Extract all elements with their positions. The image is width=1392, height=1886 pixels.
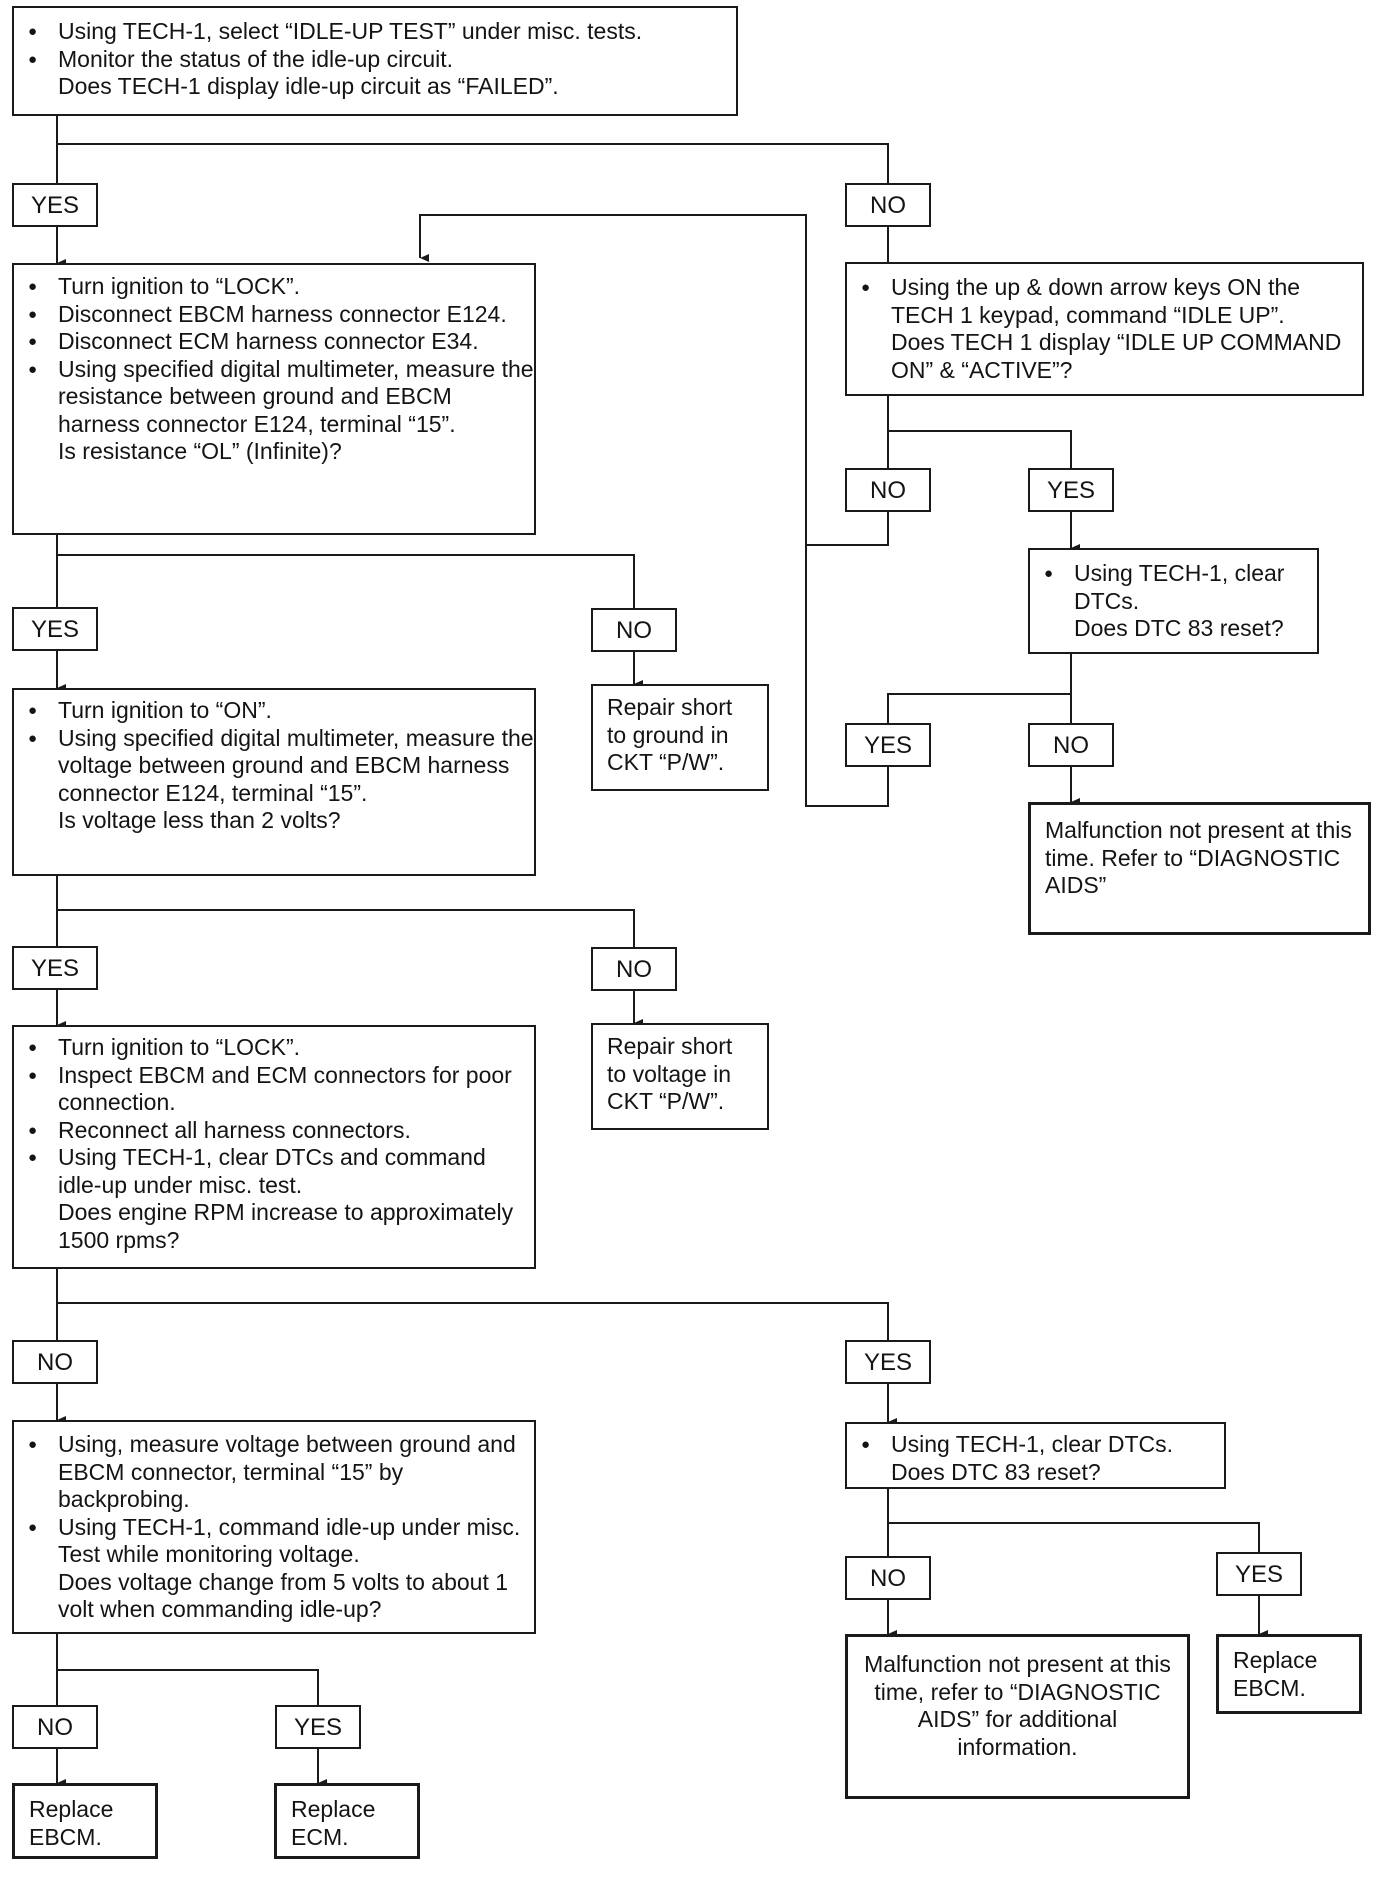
malfunction-not-present-box-b: Malfunction not present at this time, re… <box>845 1634 1190 1799</box>
replace-ebcm-box-a: Replace EBCM. <box>12 1783 158 1859</box>
no-label: NO <box>12 1705 98 1749</box>
backprobe-step: Using, measure voltage between ground an… <box>14 1431 534 1514</box>
no-label: NO <box>12 1340 98 1384</box>
start-step: Monitor the status of the idle-up circui… <box>14 46 736 74</box>
no-label: NO <box>845 468 931 512</box>
repair-short-ground-text: Repair short to ground in CKT “P/W”. <box>607 694 733 775</box>
inspect-step: Turn ignition to “LOCK”. <box>14 1034 534 1062</box>
resistance-step: Disconnect EBCM harness connector E124. <box>14 301 534 329</box>
yes-label: YES <box>1028 468 1114 512</box>
start-test-box: Using TECH-1, select “IDLE-UP TEST” unde… <box>12 6 738 116</box>
no-label: NO <box>845 1556 931 1600</box>
backprobe-question: Does voltage change from 5 volts to abou… <box>58 1568 509 1623</box>
replace-ebcm-a-text: Replace EBCM. <box>29 1796 114 1850</box>
yes-label: YES <box>845 1340 931 1384</box>
voltage-question: Is voltage less than 2 volts? <box>58 807 341 833</box>
malfunction-not-present-box-a: Malfunction not present at this time. Re… <box>1028 802 1371 935</box>
yes-label: YES <box>845 723 931 767</box>
yes-label: YES <box>12 607 98 651</box>
resistance-question: Is resistance “OL” (Infinite)? <box>58 438 342 464</box>
backprobe-step: Using TECH-1, command idle-up under misc… <box>14 1514 534 1569</box>
yes-label: YES <box>275 1705 361 1749</box>
malfunction-b-text: Malfunction not present at this time, re… <box>864 1651 1171 1760</box>
resistance-step: Turn ignition to “LOCK”. <box>14 273 534 301</box>
clear-dtc-box-a: Using TECH-1, clear DTCs. Does DTC 83 re… <box>1028 548 1319 654</box>
resistance-step: Using specified digital multimeter, meas… <box>14 356 534 439</box>
inspect-step: Inspect EBCM and ECM connectors for poor… <box>14 1062 534 1117</box>
repair-short-voltage-text: Repair short to voltage in CKT “P/W”. <box>607 1033 733 1114</box>
malfunction-a-text: Malfunction not present at this time. Re… <box>1045 817 1352 898</box>
inspect-question: Does engine RPM increase to approximatel… <box>58 1199 514 1253</box>
clear-a-question: Does DTC 83 reset? <box>1074 615 1284 641</box>
repair-short-voltage-box: Repair short to voltage in CKT “P/W”. <box>591 1023 769 1130</box>
replace-ebcm-b-text: Replace EBCM. <box>1233 1647 1318 1701</box>
replace-ecm-text: Replace ECM. <box>291 1796 376 1850</box>
no-label: NO <box>845 183 931 227</box>
repair-short-ground-box: Repair short to ground in CKT “P/W”. <box>591 684 769 791</box>
start-question: Does TECH-1 display idle-up circuit as “… <box>58 73 559 99</box>
inspect-step: Using TECH-1, clear DTCs and command idl… <box>14 1144 534 1199</box>
clear-b-question: Does DTC 83 reset? <box>891 1458 1101 1485</box>
no-label: NO <box>591 947 677 991</box>
command-step: Using the up & down arrow keys ON the TE… <box>847 274 1362 329</box>
yes-label: YES <box>12 183 98 227</box>
clear-a-step: Using TECH-1, clear DTCs. <box>1030 560 1317 615</box>
replace-ecm-box: Replace ECM. <box>274 1783 420 1859</box>
clear-b-step: Using TECH-1, clear DTCs. <box>847 1431 1224 1459</box>
voltage-check-box: Turn ignition to “ON”. Using specified d… <box>12 688 536 876</box>
inspect-step: Reconnect all harness connectors. <box>14 1117 534 1145</box>
resistance-check-box: Turn ignition to “LOCK”. Disconnect EBCM… <box>12 263 536 535</box>
yes-label: YES <box>12 946 98 990</box>
start-step: Using TECH-1, select “IDLE-UP TEST” unde… <box>14 18 736 46</box>
no-label: NO <box>1028 723 1114 767</box>
no-label: NO <box>591 608 677 652</box>
yes-label: YES <box>1216 1552 1302 1596</box>
inspect-connectors-box: Turn ignition to “LOCK”. Inspect EBCM an… <box>12 1025 536 1269</box>
replace-ebcm-box-b: Replace EBCM. <box>1216 1634 1362 1714</box>
command-question: Does TECH 1 display “IDLE UP COMMAND ON”… <box>891 329 1342 383</box>
voltage-step: Using specified digital multimeter, meas… <box>14 725 534 808</box>
voltage-step: Turn ignition to “ON”. <box>14 697 534 725</box>
idle-up-command-box: Using the up & down arrow keys ON the TE… <box>845 262 1364 396</box>
backprobe-box: Using, measure voltage between ground an… <box>12 1420 536 1634</box>
resistance-step: Disconnect ECM harness connector E34. <box>14 328 534 356</box>
clear-dtc-box-b: Using TECH-1, clear DTCs. Does DTC 83 re… <box>845 1422 1226 1489</box>
